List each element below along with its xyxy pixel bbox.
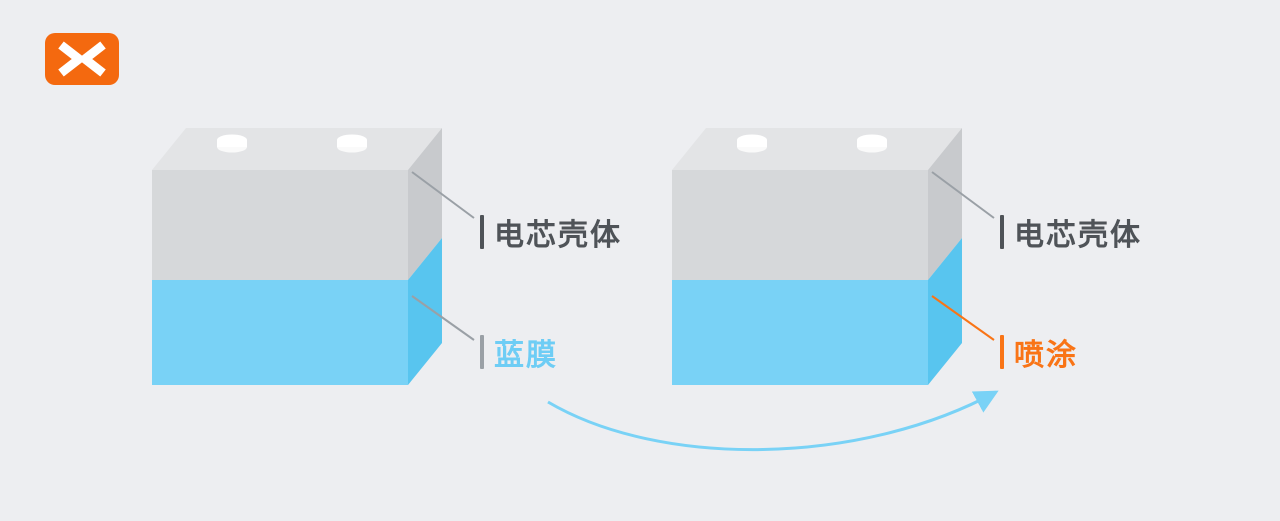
left-casing-label: 电芯壳体 xyxy=(480,213,622,252)
right-battery-coating-front xyxy=(672,280,928,385)
right-battery-terminal-1 xyxy=(737,134,767,153)
right-battery-coating-side xyxy=(928,238,962,385)
right-coating-label: 喷涂 xyxy=(1000,333,1078,372)
left-casing-label-text: 电芯壳体 xyxy=(494,219,622,252)
left-battery-top-face xyxy=(152,128,442,170)
right-coating-tick xyxy=(1000,335,1004,369)
right-coating-connector-line xyxy=(931,295,995,341)
logo-right-chevron-icon xyxy=(77,41,106,77)
right-casing-connector-line xyxy=(931,171,995,219)
left-battery-film-front xyxy=(152,280,408,385)
left-battery-cell xyxy=(152,128,442,385)
left-battery-casing-front xyxy=(152,170,408,280)
right-casing-label-text: 电芯壳体 xyxy=(1014,219,1142,252)
right-battery-cell xyxy=(672,128,962,385)
left-battery-terminal-1 xyxy=(217,134,247,153)
left-film-label-text: 蓝膜 xyxy=(494,339,558,372)
left-casing-connector-line xyxy=(411,171,475,219)
right-casing-label: 电芯壳体 xyxy=(1000,213,1142,252)
left-casing-tick xyxy=(480,215,484,249)
left-battery-terminal-2 xyxy=(337,134,367,153)
brand-logo xyxy=(45,33,119,85)
right-battery-top-face xyxy=(672,128,962,170)
left-film-label: 蓝膜 xyxy=(480,333,558,372)
left-battery-film-side xyxy=(408,238,442,385)
transition-arrow-icon xyxy=(547,390,999,452)
right-battery-casing-front xyxy=(672,170,928,280)
right-coating-label-text: 喷涂 xyxy=(1014,339,1078,372)
right-battery-terminal-2 xyxy=(857,134,887,153)
left-battery-casing-side xyxy=(408,128,442,280)
right-casing-tick xyxy=(1000,215,1004,249)
right-battery-casing-side xyxy=(928,128,962,280)
left-film-connector-line xyxy=(411,295,475,341)
left-film-tick xyxy=(480,335,484,369)
